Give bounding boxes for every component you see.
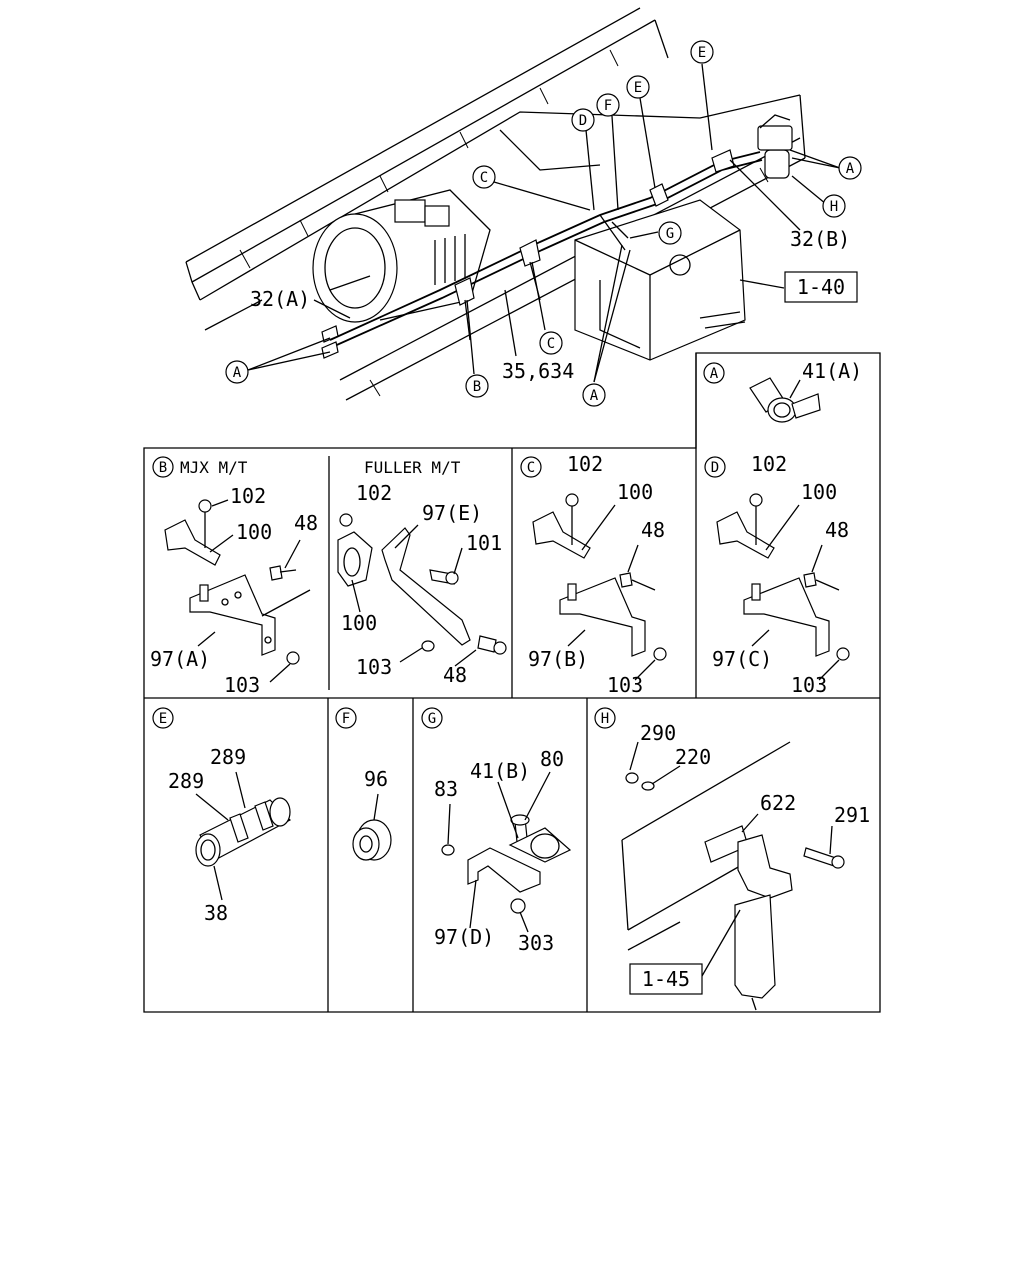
part-41a: 41(A) xyxy=(802,359,862,383)
panel-g-tag: G xyxy=(428,711,436,727)
svg-text:101: 101 xyxy=(466,531,502,555)
svg-text:291: 291 xyxy=(834,803,870,827)
svg-text:48: 48 xyxy=(294,511,318,535)
svg-text:83: 83 xyxy=(434,777,458,801)
svg-text:E: E xyxy=(634,80,642,96)
svg-text:622: 622 xyxy=(760,791,796,815)
svg-text:97(A): 97(A) xyxy=(150,647,210,671)
svg-text:102: 102 xyxy=(751,452,787,476)
callout-h: H xyxy=(822,194,846,218)
panel-e: E 289 289 38 xyxy=(152,707,291,925)
svg-text:97(C): 97(C) xyxy=(712,647,772,671)
panel-g: G 41(B) 80 83 97(D) 303 xyxy=(421,707,572,955)
svg-text:100: 100 xyxy=(801,480,837,504)
svg-text:96: 96 xyxy=(364,767,388,791)
svg-text:C: C xyxy=(547,336,555,352)
svg-text:102: 102 xyxy=(230,484,266,508)
svg-text:102: 102 xyxy=(567,452,603,476)
svg-text:41(B): 41(B) xyxy=(470,759,530,783)
svg-text:E: E xyxy=(698,45,706,61)
panel-d-tag: D xyxy=(711,460,719,476)
svg-text:48: 48 xyxy=(825,518,849,542)
panel-fuller-title: FULLER M/T xyxy=(364,458,461,477)
panel-b-title: MJX M/T xyxy=(180,458,248,477)
callout-a-right: A xyxy=(838,156,862,180)
svg-text:103: 103 xyxy=(224,673,260,697)
panel-b-mjx: B MJX M/T 102 100 48 97(A) 103 xyxy=(150,456,318,697)
svg-text:38: 38 xyxy=(204,901,228,925)
svg-text:102: 102 xyxy=(356,481,392,505)
svg-text:289: 289 xyxy=(168,769,204,793)
panel-c-tag: C xyxy=(527,460,535,476)
label-32a: 32(A) xyxy=(250,287,310,311)
svg-text:290: 290 xyxy=(640,721,676,745)
callout-a-left: A xyxy=(225,360,249,384)
panel-h-tag: H xyxy=(601,711,609,727)
svg-text:289: 289 xyxy=(210,745,246,769)
panel-fuller: FULLER M/T 102 97(E) 101 100 103 48 xyxy=(337,458,507,687)
callout-d: D xyxy=(571,108,595,132)
svg-text:A: A xyxy=(846,161,855,177)
svg-text:C: C xyxy=(480,170,488,186)
ref-1-40: 1-40 xyxy=(797,275,845,299)
label-32b: 32(B) xyxy=(790,227,850,251)
svg-text:80: 80 xyxy=(540,747,564,771)
callout-c-top: C xyxy=(472,165,496,189)
svg-text:H: H xyxy=(830,199,838,215)
panel-c: C 102 100 48 97(B) 103 xyxy=(520,452,667,697)
panel-a-tag: A xyxy=(710,366,719,382)
callout-a-bottom: A xyxy=(582,383,606,407)
svg-text:220: 220 xyxy=(675,745,711,769)
svg-text:48: 48 xyxy=(443,663,467,687)
detail-panels-grid xyxy=(143,352,881,1013)
callout-e-top: E xyxy=(690,40,714,64)
svg-text:F: F xyxy=(604,98,612,114)
panel-d: D 102 100 48 97(C) 103 xyxy=(704,452,850,697)
panel-b-tag: B xyxy=(159,460,167,476)
svg-text:100: 100 xyxy=(236,520,272,544)
callout-b: B xyxy=(465,374,489,398)
svg-text:B: B xyxy=(473,379,481,395)
svg-text:103: 103 xyxy=(356,655,392,679)
panel-e-tag: E xyxy=(159,711,167,727)
svg-text:A: A xyxy=(590,388,599,404)
svg-text:97(E): 97(E) xyxy=(422,501,482,525)
label-35-634: 35,634 xyxy=(502,359,574,383)
panel-f-tag: F xyxy=(342,711,350,727)
svg-text:303: 303 xyxy=(518,931,554,955)
svg-text:100: 100 xyxy=(617,480,653,504)
panel-h: H 290 220 622 291 1-45 xyxy=(594,707,870,1011)
svg-text:97(B): 97(B) xyxy=(528,647,588,671)
callout-e-second: E xyxy=(626,75,650,99)
svg-text:48: 48 xyxy=(641,518,665,542)
svg-text:D: D xyxy=(579,113,587,129)
callout-g: G xyxy=(658,221,682,245)
svg-text:97(D): 97(D) xyxy=(434,925,494,949)
svg-text:100: 100 xyxy=(341,611,377,635)
svg-text:G: G xyxy=(666,226,674,242)
ref-1-45: 1-45 xyxy=(642,967,690,991)
main-assembly-illustration: E E F D C G A H xyxy=(185,7,862,407)
svg-text:A: A xyxy=(233,365,242,381)
callout-c-bottom: C xyxy=(539,331,563,355)
panel-f: F 96 xyxy=(335,707,392,861)
panel-a: A 41(A) xyxy=(703,359,862,423)
callout-f: F xyxy=(596,93,620,117)
